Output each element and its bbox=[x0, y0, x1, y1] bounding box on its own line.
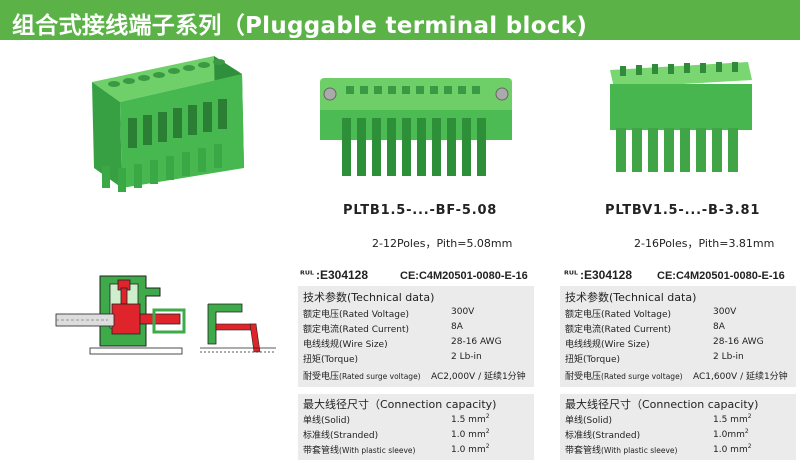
capacity-row-solid: 单线(Solid) 1.5 mm2 bbox=[565, 413, 752, 426]
ce-certification-1: CE:C4M20501-0080-E-16 bbox=[400, 270, 528, 282]
spec-row-torque: 扭矩(Torque) 2 Lb-in bbox=[303, 352, 482, 365]
spec-row-rated-voltage: 额定电压(Rated Voltage) 300V bbox=[565, 307, 737, 320]
ul-certification-1: ᴿᵁᴸ :E304128 bbox=[300, 268, 369, 282]
ul-logo-icon: ᴿᵁᴸ bbox=[564, 269, 578, 281]
capacity-row-stranded: 标准线(Stranded) 1.0 mm2 bbox=[303, 428, 490, 441]
technical-data-heading: 技术参数(Technical data) bbox=[565, 291, 697, 304]
page-title: 组合式接线端子系列（Pluggable terminal block) bbox=[12, 13, 588, 39]
connection-capacity-panel-2: 最大线径尺寸（Connection capacity) 单线(Solid) 1.… bbox=[560, 394, 796, 460]
model-name-1: PLTB1.5-...-BF-5.08 bbox=[343, 203, 498, 218]
spec-row-rated-current: 额定电流(Rated Current) 8A bbox=[565, 322, 725, 335]
capacity-row-plastic-sleeve: 带套管线(With plastic sleeve) 1.0 mm2 bbox=[303, 443, 490, 456]
spec-row-surge-voltage: 耐受电压(Rated surge voltage) AC1,600V / 延续1… bbox=[565, 372, 788, 382]
connection-capacity-heading: 最大线径尺寸（Connection capacity) bbox=[565, 398, 759, 411]
terminal-block-photo-large bbox=[64, 48, 260, 200]
ul-logo-icon: ᴿᵁᴸ bbox=[300, 269, 314, 281]
capacity-row-plastic-sleeve: 带套管线(With plastic sleeve) 1.0 mm2 bbox=[565, 443, 752, 456]
poles-spec-1: 2-12Poles，Pith=5.08mm bbox=[372, 237, 513, 250]
model-name-2: PLTBV1.5-...-B-3.81 bbox=[605, 203, 761, 218]
spec-row-surge-voltage: 耐受电压(Rated surge voltage) AC2,000V / 延续1… bbox=[303, 372, 526, 382]
technical-data-panel-2: 技术参数(Technical data) 额定电压(Rated Voltage)… bbox=[560, 286, 796, 387]
ce-certification-2: CE:C4M20501-0080-E-16 bbox=[657, 270, 785, 282]
ul-cert-number: E304128 bbox=[319, 268, 369, 282]
spec-row-rated-current: 额定电流(Rated Current) 8A bbox=[303, 322, 463, 335]
spec-row-wire-size: 电线线规(Wire Size) 28-16 AWG bbox=[303, 337, 502, 350]
terminal-block-photo-flanged bbox=[316, 72, 516, 182]
technical-data-panel-1: 技术参数(Technical data) 额定电压(Rated Voltage)… bbox=[298, 286, 534, 387]
poles-spec-2: 2-16Poles，Pith=3.81mm bbox=[634, 237, 775, 250]
connection-capacity-heading: 最大线径尺寸（Connection capacity) bbox=[303, 398, 497, 411]
header-banner: 组合式接线端子系列（Pluggable terminal block) bbox=[0, 0, 800, 40]
spec-row-torque: 扭矩(Torque) 2 Lb-in bbox=[565, 352, 744, 365]
terminal-block-photo-vertical bbox=[600, 56, 760, 176]
technical-data-heading: 技术参数(Technical data) bbox=[303, 291, 435, 304]
capacity-row-stranded: 标准线(Stranded) 1.0mm2 bbox=[565, 428, 749, 441]
ul-certification-2: ᴿᵁᴸ :E304128 bbox=[564, 268, 633, 282]
connection-capacity-panel-1: 最大线径尺寸（Connection capacity) 单线(Solid) 1.… bbox=[298, 394, 534, 460]
cross-section-diagram bbox=[50, 268, 282, 364]
spec-row-wire-size: 电线线规(Wire Size) 28-16 AWG bbox=[565, 337, 764, 350]
spec-row-rated-voltage: 额定电压(Rated Voltage) 300V bbox=[303, 307, 475, 320]
ul-cert-number: E304128 bbox=[583, 268, 633, 282]
capacity-row-solid: 单线(Solid) 1.5 mm2 bbox=[303, 413, 490, 426]
